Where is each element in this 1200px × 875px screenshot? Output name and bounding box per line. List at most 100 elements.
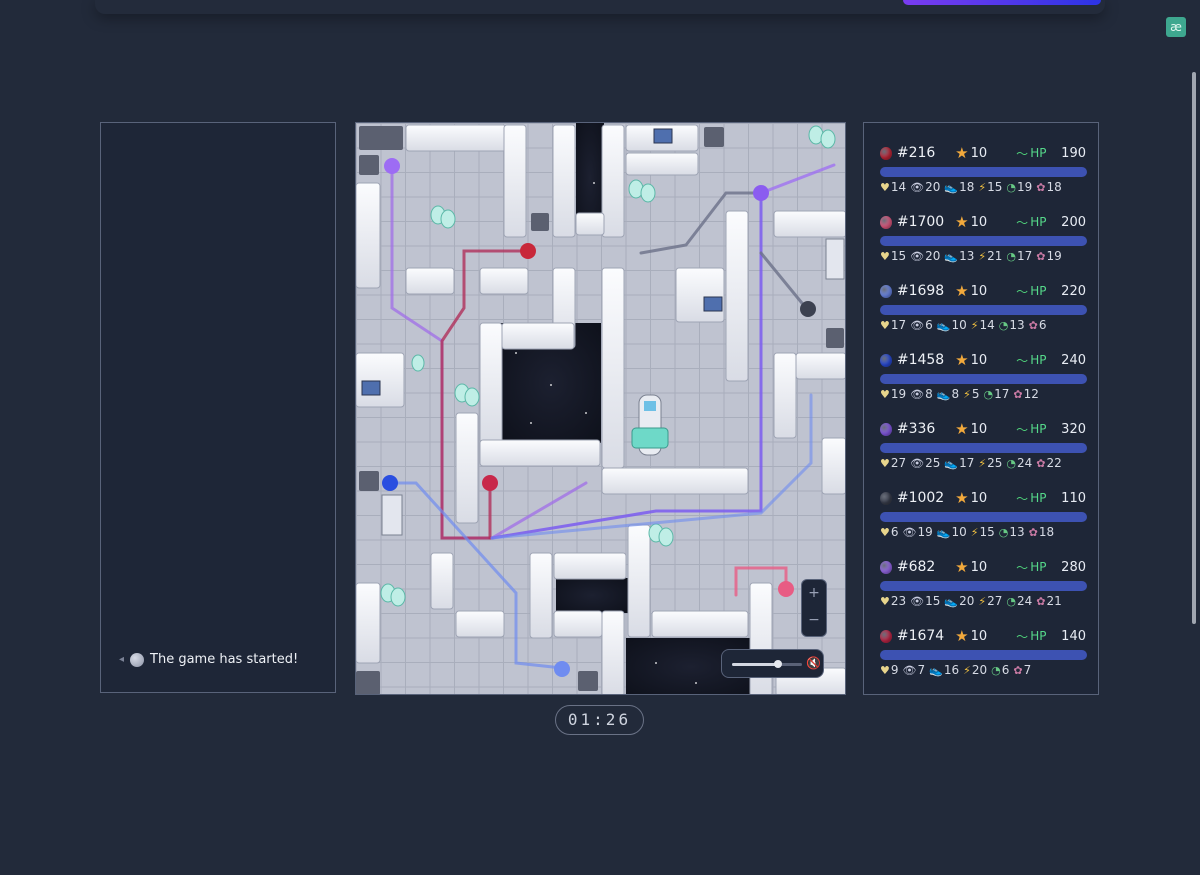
heart-icon: ♥ bbox=[880, 249, 890, 263]
boot-icon: 👟 bbox=[944, 180, 959, 194]
zoom-controls: + − bbox=[801, 579, 827, 637]
boot-icon: 👟 bbox=[944, 249, 959, 263]
player-stats: ♥23👁15👟20⚡27◔24✿21 bbox=[880, 594, 1090, 608]
stat-value-heart: 15 bbox=[890, 249, 907, 263]
bolt-icon: ⚡ bbox=[963, 663, 971, 677]
flower-icon: ✿ bbox=[1036, 180, 1046, 194]
stat-value-flower: 6 bbox=[1038, 318, 1047, 332]
hp-label: HP bbox=[1030, 629, 1047, 643]
app-logo-icon[interactable]: æ bbox=[1166, 17, 1186, 37]
bolt-icon: ⚡ bbox=[970, 318, 979, 332]
player-id: #1002 bbox=[896, 490, 945, 506]
player-level: 10 bbox=[970, 214, 988, 230]
cryo-pods bbox=[380, 125, 836, 607]
player-hp: 240 bbox=[1061, 352, 1086, 368]
heartbeat-icon: 〜 bbox=[1016, 215, 1029, 230]
star-icon: ★ bbox=[955, 558, 969, 576]
stat-value-flower: 12 bbox=[1023, 387, 1039, 401]
stat-value-boot: 10 bbox=[951, 318, 967, 332]
gauge-icon: ◔ bbox=[983, 387, 994, 401]
stat-value-boot: 10 bbox=[951, 525, 967, 539]
player-hp: 280 bbox=[1061, 559, 1086, 575]
hp-bar bbox=[880, 374, 1087, 384]
stat-value-eye: 6 bbox=[925, 318, 933, 332]
stat-value-eye: 15 bbox=[925, 594, 941, 608]
player-stats: ♥9👁7👟16⚡20◔6✿7 bbox=[880, 663, 1090, 677]
star-icon: ★ bbox=[955, 282, 969, 300]
flower-icon: ✿ bbox=[1013, 663, 1023, 677]
stat-value-eye: 25 bbox=[925, 456, 941, 470]
zoom-out-button[interactable]: − bbox=[808, 612, 820, 628]
bolt-icon: ⚡ bbox=[978, 249, 987, 263]
stat-value-eye: 20 bbox=[925, 180, 941, 194]
stat-value-bolt: 25 bbox=[987, 456, 1003, 470]
stat-value-boot: 13 bbox=[959, 249, 975, 263]
player-hp: 140 bbox=[1061, 628, 1086, 644]
chat-message-text: The game has started! bbox=[150, 652, 299, 667]
star-icon: ★ bbox=[955, 627, 969, 645]
stat-value-heart: 23 bbox=[890, 594, 907, 608]
bolt-icon: ⚡ bbox=[970, 525, 979, 539]
flower-icon: ✿ bbox=[1036, 456, 1046, 470]
player-stats: ♥27👁25👟17⚡25◔24✿22 bbox=[880, 456, 1090, 470]
page-scrollbar[interactable] bbox=[1192, 72, 1196, 624]
player-color-icon bbox=[880, 215, 892, 229]
star-icon: ★ bbox=[955, 144, 969, 162]
bolt-icon: ⚡ bbox=[978, 594, 987, 608]
hp-bar bbox=[880, 581, 1087, 591]
map-canvas[interactable] bbox=[356, 123, 846, 695]
stat-value-flower: 19 bbox=[1046, 249, 1062, 263]
player-token bbox=[554, 661, 570, 677]
player-token bbox=[384, 158, 400, 174]
terminals bbox=[361, 128, 845, 536]
gauge-icon: ◔ bbox=[1006, 594, 1017, 608]
flower-icon: ✿ bbox=[1036, 249, 1046, 263]
zoom-in-button[interactable]: + bbox=[808, 585, 820, 601]
stat-value-eye: 20 bbox=[925, 249, 941, 263]
hp-bar bbox=[880, 650, 1087, 660]
hp-bar bbox=[880, 512, 1087, 522]
hp-bar bbox=[880, 305, 1087, 315]
flower-icon: ✿ bbox=[1028, 525, 1038, 539]
star-icon: ★ bbox=[955, 351, 969, 369]
mute-icon[interactable]: 🔇 bbox=[806, 656, 821, 670]
player-token bbox=[778, 581, 794, 597]
game-map[interactable] bbox=[355, 122, 846, 695]
stat-value-bolt: 15 bbox=[987, 180, 1003, 194]
player-color-icon bbox=[880, 422, 892, 436]
player-hp: 320 bbox=[1061, 421, 1086, 437]
stat-value-heart: 19 bbox=[890, 387, 907, 401]
player-hp: 190 bbox=[1061, 145, 1086, 161]
player-tokens[interactable] bbox=[382, 158, 816, 677]
chat-message: ◂ The game has started! bbox=[119, 652, 298, 667]
volume-slider[interactable] bbox=[732, 660, 802, 668]
hp-label: HP bbox=[1030, 491, 1047, 505]
stat-value-gauge: 24 bbox=[1017, 456, 1033, 470]
volume-slider-handle[interactable] bbox=[773, 660, 782, 668]
hp-bar bbox=[880, 167, 1087, 177]
stat-value-gauge: 13 bbox=[1009, 525, 1025, 539]
stat-value-eye: 19 bbox=[917, 525, 933, 539]
hp-bar bbox=[880, 236, 1087, 246]
eye-icon: 👁 bbox=[910, 456, 925, 470]
player-stats: ♥17👁6👟10⚡14◔13✿6 bbox=[880, 318, 1090, 332]
stat-value-flower: 22 bbox=[1046, 456, 1062, 470]
hp-label: HP bbox=[1030, 560, 1047, 574]
player-token bbox=[800, 301, 816, 317]
player-color-icon bbox=[880, 146, 892, 160]
player-stats: ♥15👁20👟13⚡21◔17✿19 bbox=[880, 249, 1090, 263]
heartbeat-icon: 〜 bbox=[1016, 284, 1029, 299]
player-token bbox=[520, 243, 536, 259]
stat-value-flower: 21 bbox=[1046, 594, 1062, 608]
